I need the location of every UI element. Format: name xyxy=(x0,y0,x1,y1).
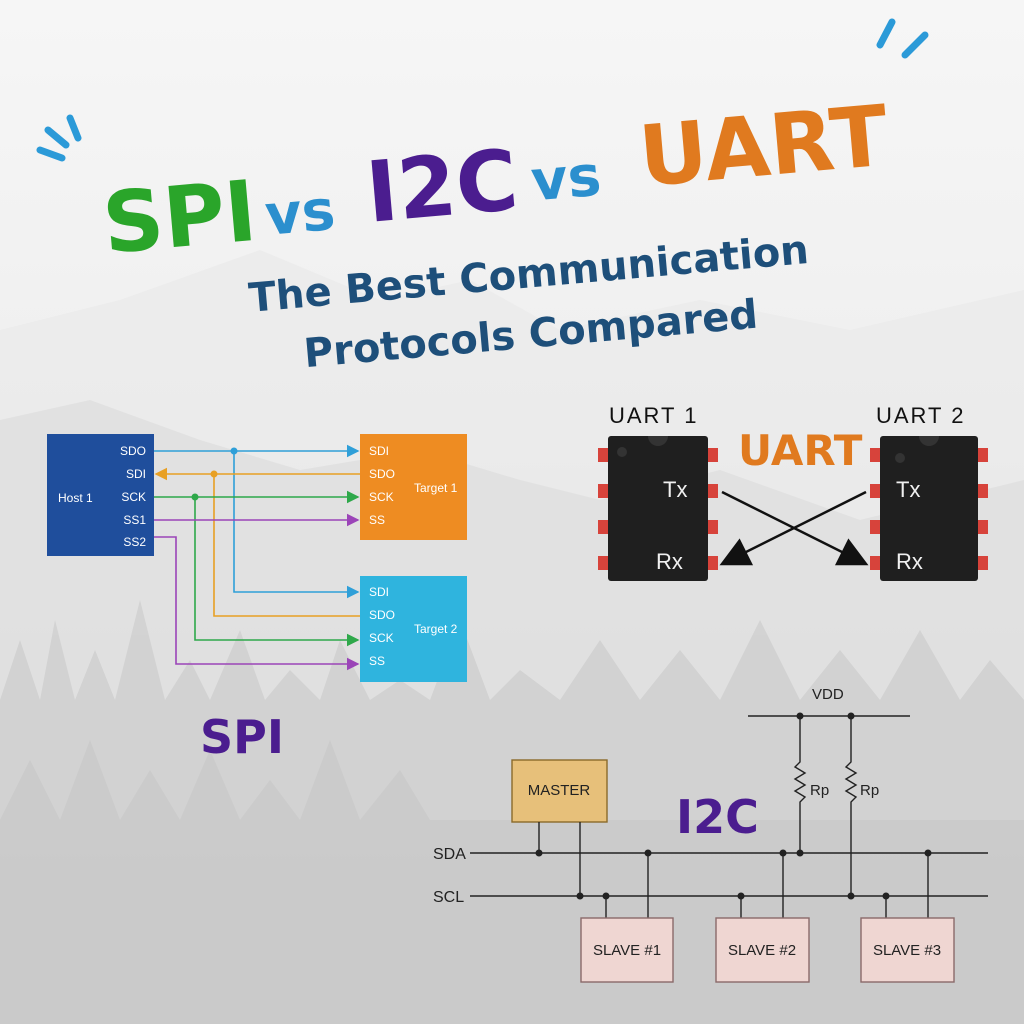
spi-target-2-pin-sdo: SDO xyxy=(369,608,395,622)
spi-host-name: Host 1 xyxy=(58,491,93,505)
spi-host-box xyxy=(47,434,154,556)
i2c-scl-label: SCL xyxy=(433,889,464,906)
uart-chip-2: Tx Rx xyxy=(870,436,988,581)
i2c-junction xyxy=(644,849,652,857)
i2c-slave-3-label: SLAVE #3 xyxy=(873,942,941,959)
i2c-sda-label: SDA xyxy=(433,846,466,863)
spi-junction xyxy=(230,447,238,455)
spi-target-1-name: Target 1 xyxy=(414,481,458,495)
uart-chip-2-rx: Rx xyxy=(896,549,923,574)
spi-wire-sck-branch xyxy=(194,497,360,647)
uart-chip-1-tx: Tx xyxy=(663,477,687,502)
spi-diagram: Host 1 SDO SDI SCK SS1 SS2 Target 1 SDI … xyxy=(47,434,467,764)
i2c-master-box xyxy=(511,759,608,823)
i2c-junction xyxy=(602,892,610,900)
spi-host-pin-sdi: SDI xyxy=(126,467,146,481)
uart-chip-2-tx: Tx xyxy=(896,477,920,502)
title-uart: UART xyxy=(635,87,891,206)
spi-wire-ss2 xyxy=(154,536,360,671)
uart-chip-1-rx: Rx xyxy=(656,549,683,574)
i2c-junction xyxy=(847,892,855,900)
i2c-junction xyxy=(924,849,932,857)
spi-target-1-pin-ss: SS xyxy=(369,513,385,527)
i2c-junction xyxy=(535,849,543,857)
uart-chip-1: Tx Rx xyxy=(598,436,718,581)
i2c-slave-1-label: SLAVE #1 xyxy=(593,942,661,959)
uart-chip-2-name: UART 2 xyxy=(876,403,965,428)
spi-label: SPI xyxy=(200,710,284,764)
spi-junction xyxy=(210,470,218,478)
spi-wire-sdi-branch xyxy=(213,474,360,617)
spi-target-1-pin-sdo: SDO xyxy=(369,467,395,481)
title-spi: SPI xyxy=(99,162,260,273)
i2c-junction xyxy=(737,892,745,900)
i2c-resistor-1-label: Rp xyxy=(810,782,829,799)
uart-chip-1-name: UART 1 xyxy=(609,403,698,428)
i2c-master-label: MASTER xyxy=(528,782,591,799)
spi-host-pin-sck: SCK xyxy=(121,490,146,504)
i2c-resistor-1 xyxy=(793,716,807,853)
spi-target-2-pin-ss: SS xyxy=(369,654,385,668)
title-vs-2: vs xyxy=(528,144,603,215)
title-vs-1: vs xyxy=(262,178,337,249)
spi-wire-sdo-branch xyxy=(233,451,360,599)
spi-target-1-pin-sdi: SDI xyxy=(369,444,389,458)
i2c-label: I2C xyxy=(676,790,759,844)
sparkle-icon xyxy=(36,114,82,162)
i2c-resistor-2 xyxy=(844,716,858,896)
spi-junction xyxy=(191,493,199,501)
i2c-slave-3-box xyxy=(860,917,955,983)
spi-target-1-pin-sck: SCK xyxy=(369,490,394,504)
spi-host-pin-ss2: SS2 xyxy=(123,535,146,549)
i2c-junction xyxy=(779,849,787,857)
spi-target-1-box xyxy=(360,434,467,540)
i2c-slave-1-box xyxy=(580,917,674,983)
i2c-junction xyxy=(882,892,890,900)
i2c-vdd-label: VDD xyxy=(812,686,844,703)
i2c-junction xyxy=(796,849,804,857)
i2c-junction xyxy=(576,892,584,900)
sparkle-icon xyxy=(876,18,929,59)
uart-label: UART xyxy=(738,426,863,475)
spi-target-2-name: Target 2 xyxy=(414,622,458,636)
spi-host-pin-sdo: SDO xyxy=(120,444,146,458)
i2c-slave-2-box xyxy=(715,917,810,983)
uart-wire-tx2-to-rx1 xyxy=(719,490,867,566)
spi-target-2-pin-sdi: SDI xyxy=(369,585,389,599)
i2c-diagram: VDD Rp Rp SDA SCL MASTER SLAVE #1 xyxy=(433,686,988,983)
i2c-slave-2-label: SLAVE #2 xyxy=(728,942,796,959)
spi-host-pin-ss1: SS1 xyxy=(123,513,146,527)
title-i2c: I2C xyxy=(362,131,521,242)
spi-target-2-box xyxy=(360,576,467,682)
i2c-resistor-2-label: Rp xyxy=(860,782,879,799)
uart-diagram: UART 1 UART 2 UART Tx Rx xyxy=(598,403,988,581)
spi-target-2-pin-sck: SCK xyxy=(369,631,394,645)
